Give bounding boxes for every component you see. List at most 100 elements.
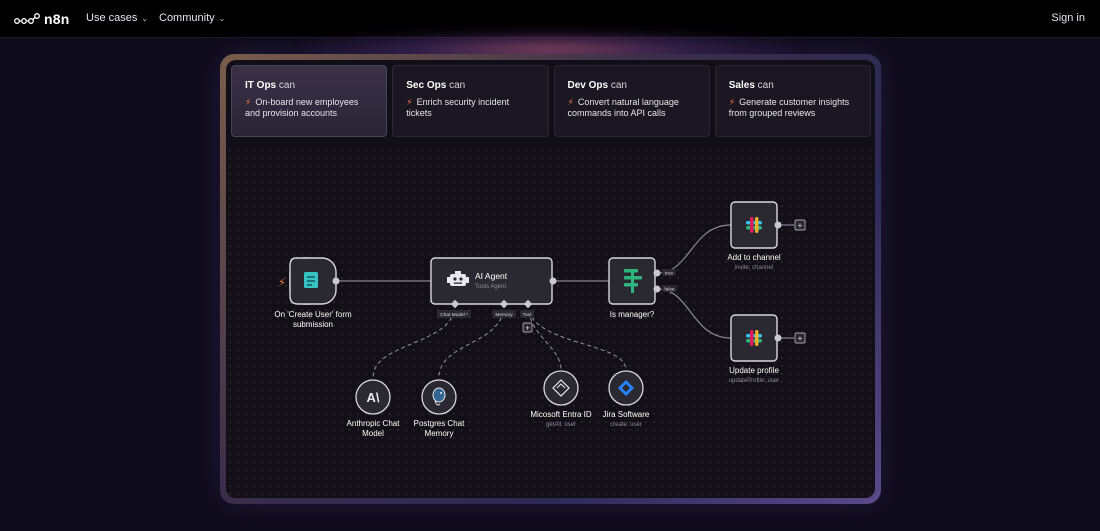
- memory-port[interactable]: [499, 299, 509, 309]
- bolt-icon: ⚡︎: [567, 97, 574, 107]
- sign-in-link[interactable]: Sign in: [1051, 12, 1085, 24]
- anthropic-label-line1: Anthropic Chat: [347, 419, 401, 428]
- postgres-elephant-icon: [432, 387, 446, 406]
- slack-icon: [746, 330, 762, 346]
- plus-icon: +: [798, 220, 803, 230]
- tab-team: Dev Ops: [567, 80, 609, 91]
- bolt-icon: ⚡︎: [406, 97, 413, 107]
- trigger-bolt-icon: ⚡︎: [278, 277, 286, 289]
- output-port[interactable]: [774, 221, 782, 229]
- tab-desc-line2: commands into API calls: [567, 108, 666, 118]
- add-tool-button[interactable]: [522, 322, 533, 333]
- anthropic-label-line2: Model: [362, 429, 384, 438]
- brand-name: n8n: [44, 11, 70, 27]
- port-label-bg: [520, 310, 534, 318]
- jira-label: Jira Software: [603, 410, 650, 419]
- add-node-button[interactable]: [794, 332, 806, 344]
- slack-bottom-label: Update profile: [729, 366, 779, 375]
- slack-bottom-sublabel: updateProfile: user: [729, 378, 779, 384]
- chat-model-port[interactable]: [450, 299, 460, 309]
- tab-desc-line2: from grouped reviews: [728, 108, 816, 118]
- tab-desc-line1: Enrich security incident: [416, 97, 510, 107]
- false-branch-label: false: [664, 287, 674, 293]
- form-icon: [304, 272, 318, 288]
- entra-sublabel: getAll: user: [546, 422, 576, 428]
- dashed-connection: [372, 303, 456, 379]
- nav-community[interactable]: Community ⌄: [159, 12, 225, 24]
- form-trigger-node-flat: [290, 258, 310, 304]
- entra-icon: [552, 379, 570, 397]
- tab-can: can: [449, 80, 466, 91]
- tab-heading: Dev Ops can: [568, 80, 696, 91]
- ai-agent-subtitle: Tools Agent: [475, 284, 506, 290]
- nav-use-cases[interactable]: Use cases ⌄: [86, 12, 148, 24]
- connection-line: [656, 224, 732, 274]
- trigger-label-line1: On 'Create User' form: [274, 310, 352, 319]
- if-split-icon: [624, 269, 642, 293]
- trigger-label-line2: submission: [293, 320, 333, 329]
- port-label-bg: [492, 310, 516, 318]
- postgres-label-line1: Postgres Chat: [414, 419, 465, 428]
- nav-use-cases-label: Use cases: [86, 12, 138, 24]
- slack-update-profile-node[interactable]: [730, 314, 778, 362]
- chat-model-port-label: Chat Model *: [440, 312, 468, 318]
- tab-desc-line2: and provision accounts: [245, 108, 338, 118]
- connection-line: [656, 288, 732, 339]
- tab-heading: Sec Ops can: [406, 80, 534, 91]
- n8n-logo[interactable]: n8n: [14, 11, 70, 27]
- bolt-icon: ⚡︎: [245, 97, 252, 107]
- tab-team: Sales: [728, 80, 755, 91]
- anthropic-icon: A\: [367, 390, 380, 405]
- tool-port-label: Tool: [523, 312, 532, 318]
- true-branch-label: true: [665, 271, 674, 277]
- chevron-down-icon: ⌄: [218, 13, 226, 23]
- slack-add-to-channel-node[interactable]: [730, 201, 778, 249]
- tab-can: can: [757, 80, 774, 91]
- workflow-graph: ⚡︎ On 'Create User' form submission: [274, 201, 806, 438]
- memory-port-label: Memory: [495, 312, 513, 318]
- port-label-bg: [437, 310, 471, 318]
- tab-desc-line1: Generate customer insights: [739, 97, 850, 107]
- plus-icon: +: [525, 324, 530, 333]
- tab-desc-line1: On-board new employees: [255, 97, 359, 107]
- false-output-port[interactable]: [653, 285, 661, 293]
- output-port[interactable]: [332, 277, 340, 285]
- output-port[interactable]: [549, 277, 557, 285]
- entra-label: Micosoft Entra ID: [530, 410, 592, 419]
- jira-sublabel: create: user: [610, 422, 642, 428]
- true-output-port[interactable]: [653, 269, 661, 277]
- dashed-connection: [527, 303, 627, 371]
- tab-can: can: [610, 80, 627, 91]
- chevron-down-icon: ⌄: [141, 13, 149, 23]
- tab-team: IT Ops: [245, 80, 277, 91]
- branch-label-bg: [662, 269, 676, 276]
- if-node-label: Is manager?: [610, 310, 655, 319]
- tab-team: Sec Ops: [406, 80, 447, 91]
- anthropic-chat-model-node[interactable]: [355, 379, 391, 415]
- workflow-canvas[interactable]: ⚡︎ On 'Create User' form submission: [226, 146, 875, 498]
- slack-top-label: Add to channel: [727, 253, 781, 262]
- dashed-connection: [438, 303, 505, 379]
- microsoft-entra-id-node[interactable]: [543, 370, 579, 406]
- tab-desc-line1: Convert natural language: [577, 97, 679, 107]
- output-port[interactable]: [774, 334, 782, 342]
- tool-port[interactable]: [523, 299, 533, 309]
- ai-agent-title: AI Agent: [475, 271, 508, 281]
- tab-desc-line2: tickets: [406, 108, 432, 118]
- form-trigger-node-edge: [289, 257, 310, 305]
- n8n-logo-icon: [14, 13, 40, 24]
- nav-community-label: Community: [159, 12, 215, 24]
- slack-top-sublabel: invite: channel: [735, 265, 773, 271]
- jira-icon-inner: [622, 384, 630, 392]
- tab-heading: Sales can: [729, 80, 857, 91]
- add-node-button[interactable]: [794, 219, 806, 231]
